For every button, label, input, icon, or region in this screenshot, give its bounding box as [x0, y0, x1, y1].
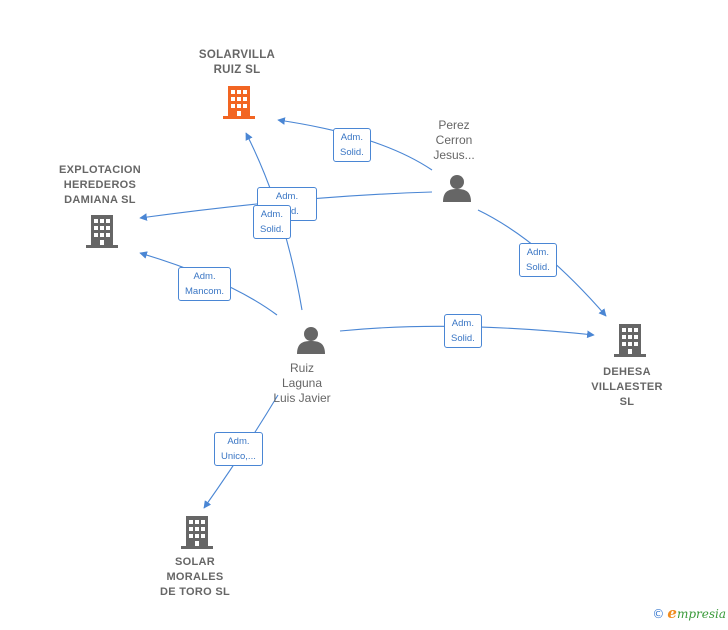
edge-label-perez-dehesa[interactable]: Adm. Solid.	[519, 243, 557, 277]
brand-initial: e	[667, 604, 677, 622]
brand-name: mpresia	[676, 607, 726, 621]
company-label-solarvilla[interactable]: SOLARVILLA RUIZ SL	[198, 49, 276, 76]
copyright-icon: ©	[652, 607, 665, 621]
edge-label-ruiz-solar-morales[interactable]: Adm. Unico,...	[214, 432, 263, 466]
edge-label-ruiz-dehesa[interactable]: Adm. Solid.	[444, 314, 482, 348]
company-building-icon-solar-morales[interactable]	[181, 516, 213, 549]
person-label-perez[interactable]: Perez Cerron Jesus...	[433, 118, 475, 162]
edge-label-ruiz-explotacion[interactable]: Adm. Mancom.	[178, 267, 232, 301]
company-building-icon-explotacion[interactable]	[86, 215, 118, 248]
person-icon-ruiz[interactable]	[297, 327, 325, 354]
company-label-explotacion[interactable]: EXPLOTACION HEREDEROS DAMIANA SL	[59, 164, 141, 206]
company-label-dehesa[interactable]: DEHESA VILLAESTER SL	[591, 366, 663, 408]
person-label-ruiz[interactable]: Ruiz Laguna Luis Javier	[273, 361, 331, 405]
edge-label-ruiz-solarvilla[interactable]: Adm. Solid.	[253, 205, 291, 239]
company-building-icon-dehesa[interactable]	[614, 324, 646, 357]
company-label-solar-morales[interactable]: SOLAR MORALES DE TORO SL	[159, 556, 231, 598]
empresia-watermark: ©empresia	[652, 604, 726, 622]
edge-label-perez-solarvilla[interactable]: Adm. Solid.	[333, 128, 371, 162]
person-icon-perez[interactable]	[443, 175, 471, 202]
company-building-icon-solarvilla[interactable]	[223, 86, 255, 119]
